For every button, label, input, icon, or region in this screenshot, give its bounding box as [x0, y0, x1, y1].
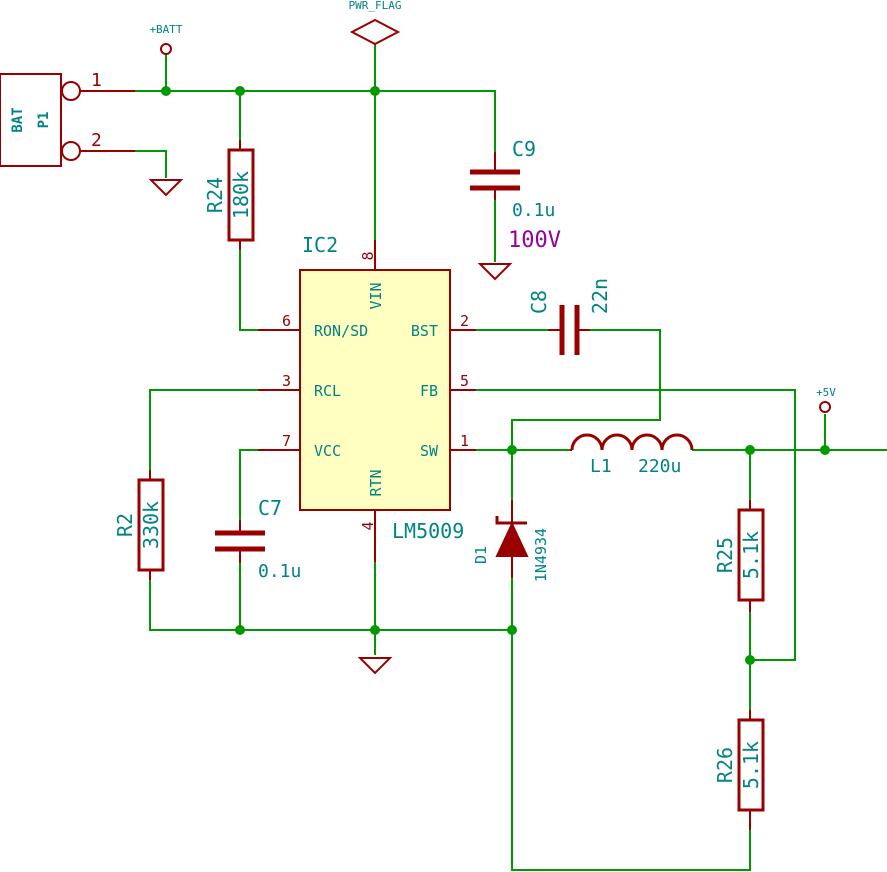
junction-dot	[745, 655, 755, 665]
d1-ref: D1	[472, 546, 490, 564]
r2-value: 330k	[139, 501, 163, 549]
capacitor-c8: C8 22n	[527, 278, 612, 355]
ic-pin-number: 2	[460, 312, 469, 330]
wire-fb	[476, 389, 796, 661]
resistor-r24: R24 180k	[203, 140, 255, 250]
connector-pin-icon	[61, 141, 81, 161]
connector-pin-icon	[61, 81, 81, 101]
ic-pin-rcl: RCL	[314, 382, 341, 400]
r25-ref: R25	[713, 537, 737, 573]
wire-batt-gnd	[135, 150, 167, 178]
junction-dot	[820, 445, 830, 455]
ground-icon	[357, 657, 393, 675]
ground-icon	[148, 179, 184, 197]
ic-pin-ron: RON/SD	[314, 322, 368, 340]
connector-p1: 1 2 BAT P1	[0, 70, 135, 167]
power-flag-batt: +BATT	[149, 23, 183, 55]
ic-pin-bst: BST	[411, 322, 438, 340]
ground-icon	[477, 263, 513, 281]
wire-rcl-r2	[149, 389, 258, 470]
wire-d1-gnd-loop	[511, 578, 751, 871]
ic-pin-vcc: VCC	[314, 442, 341, 460]
r26-value: 5.1k	[739, 741, 763, 789]
diode-bar	[495, 516, 527, 525]
power-flag-pwr: PWR_FLAG	[349, 0, 402, 46]
resistor-r25: R25 5.1k	[713, 500, 765, 612]
connector-ref: P1	[36, 112, 52, 129]
r25-value: 5.1k	[739, 531, 763, 579]
connector-pin2-number: 2	[91, 130, 102, 151]
power-port-icon	[819, 401, 831, 413]
wire-vcc-c7	[239, 449, 258, 520]
net-label-batt: +BATT	[149, 23, 182, 36]
ic-pin-rtn: RTN	[367, 469, 385, 496]
pwr-flag-icon	[349, 18, 401, 46]
net-label-5v: +5V	[816, 386, 836, 399]
wire-vbatt-rail	[135, 90, 496, 152]
junction-dot	[745, 445, 755, 455]
ic-pin-number: 5	[460, 372, 469, 390]
connector-pin1-number: 1	[91, 70, 102, 91]
wire-r24-ron	[239, 250, 258, 331]
l1-ref: L1	[590, 456, 612, 477]
r24-ref: R24	[203, 177, 227, 213]
c8-ref: C8	[527, 290, 551, 314]
c8-value: 22n	[588, 278, 612, 314]
ic-pin-number: 8	[359, 251, 377, 260]
diode-triangle	[495, 521, 529, 557]
wire-gnd-rail	[149, 580, 512, 631]
c9-value: 0.1u	[512, 200, 555, 221]
junction-dot	[507, 625, 517, 635]
l1-value: 220u	[638, 456, 681, 477]
ic-pin-vin: VIN	[367, 282, 385, 309]
junction-dot	[370, 86, 380, 96]
resistor-r26: R26 5.1k	[713, 710, 765, 830]
wire-c8-sw	[511, 329, 661, 450]
ic-pin-number: 7	[282, 432, 291, 450]
power-flag-5v: +5V	[816, 386, 836, 413]
inductor-coil	[570, 433, 694, 451]
junction-dot	[370, 625, 380, 635]
junction-dot	[235, 86, 245, 96]
ic-body	[299, 269, 451, 511]
wires	[135, 44, 887, 871]
ic-pin-number: 1	[460, 432, 469, 450]
c9-voltage: 100V	[508, 228, 561, 253]
junction-dot	[161, 86, 171, 96]
junctions	[161, 86, 830, 665]
connector-body	[0, 73, 62, 167]
junction-dot	[235, 625, 245, 635]
ic-pin-number: 6	[282, 312, 291, 330]
diode-d1: D1 1N4934	[472, 500, 550, 582]
ic-pin-fb: FB	[420, 382, 438, 400]
ic-ref: IC2	[302, 233, 338, 257]
c9-ref: C9	[512, 137, 536, 161]
capacitor-c7: C7 0.1u	[215, 496, 301, 582]
power-port-icon	[160, 43, 172, 55]
capacitor-c9: C9 0.1u 100V	[470, 137, 561, 253]
ic-pin-sw: SW	[420, 442, 439, 460]
r24-value: 180k	[229, 171, 253, 219]
ic-pin-number: 3	[282, 372, 291, 390]
connector-value: BAT	[10, 107, 26, 132]
d1-value: 1N4934	[532, 528, 550, 582]
r26-ref: R26	[713, 747, 737, 783]
c7-value: 0.1u	[258, 561, 301, 582]
resistor-r2: R2 330k	[113, 470, 165, 580]
ic-lm5009: VIN RON/SD RCL VCC BST FB SW RTN 8 6 3 7…	[258, 233, 476, 562]
junction-dot	[507, 445, 517, 455]
net-label-pwr-flag: PWR_FLAG	[349, 0, 402, 12]
r2-ref: R2	[113, 513, 137, 537]
inductor-l1: L1 220u	[570, 433, 694, 477]
c7-ref: C7	[258, 496, 282, 520]
ic-pin-number: 4	[359, 521, 377, 530]
ic-value: LM5009	[392, 519, 464, 543]
